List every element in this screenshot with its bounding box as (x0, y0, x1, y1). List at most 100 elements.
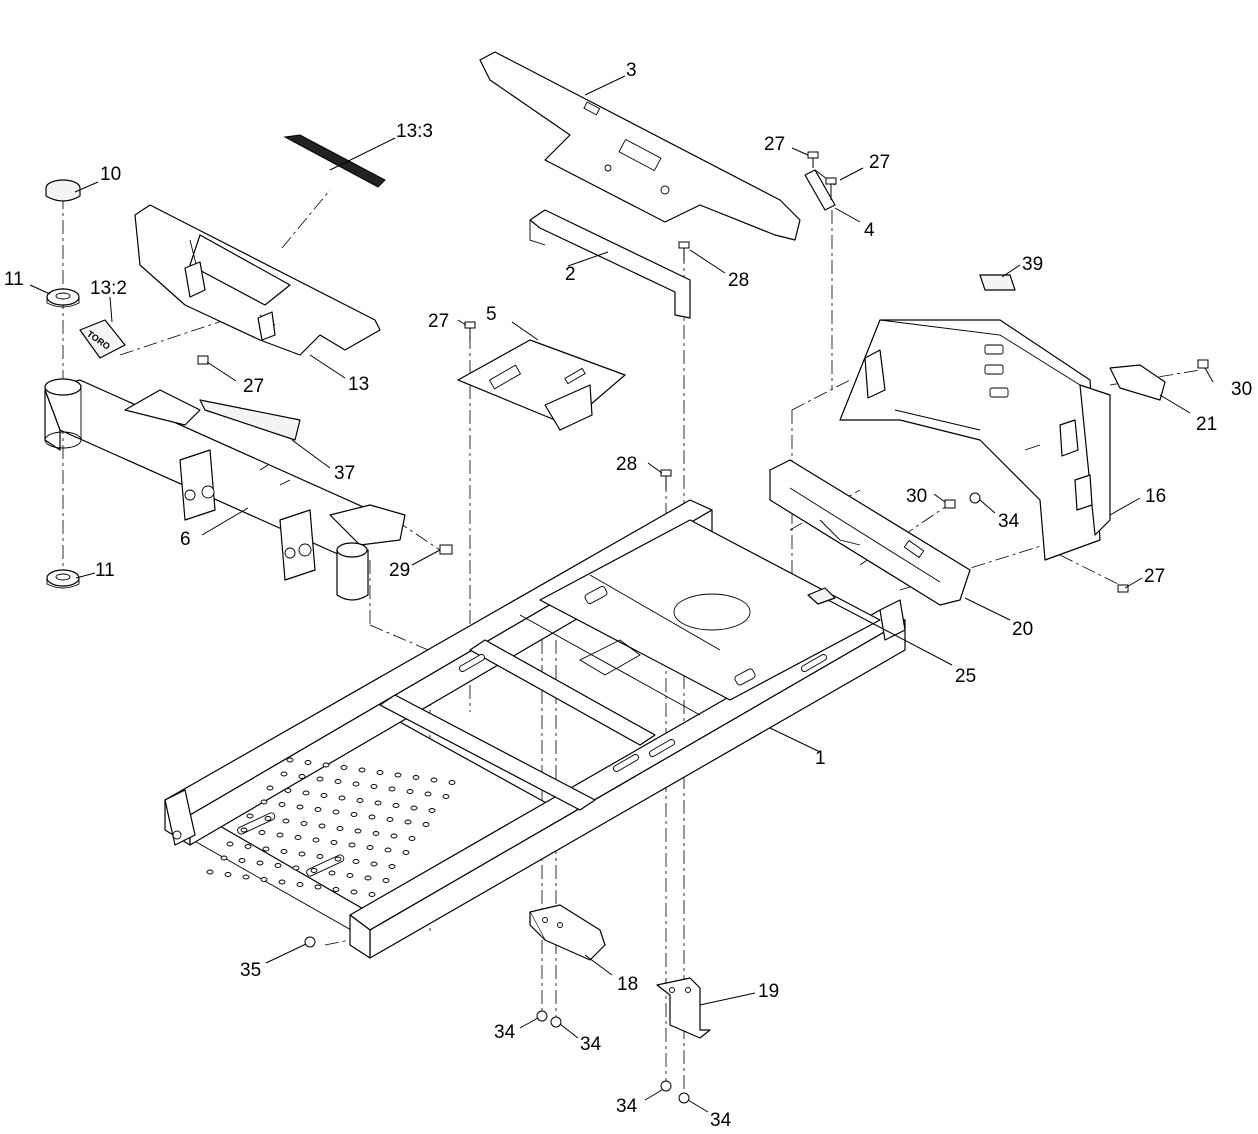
callout-34-a: 34 (494, 1022, 516, 1043)
floor-hole (372, 831, 380, 836)
bolt-28-lower (660, 469, 672, 490)
floor-hole (298, 774, 306, 779)
floor-hole (394, 772, 402, 778)
rear-support-16 (839, 319, 1111, 561)
floor-hole (318, 823, 326, 829)
callout-30-mid: 30 (906, 486, 927, 507)
floor-hole (278, 802, 286, 807)
bolt-27-plate (464, 321, 476, 340)
floor-hole (430, 777, 438, 783)
floor-hole (366, 845, 374, 850)
floor-hole (312, 837, 320, 843)
floor-hole (386, 817, 394, 822)
bolt-27-top-b (825, 177, 837, 200)
floor-hole (352, 781, 360, 787)
floor-hole (382, 878, 390, 883)
floor-hole (322, 762, 330, 768)
nut-34-a (536, 1010, 548, 1022)
bolt-27-top-a (807, 151, 819, 168)
floor-hole (332, 809, 340, 815)
nut-35 (304, 936, 316, 948)
floor-hole (330, 840, 338, 845)
floor-hole (334, 779, 342, 784)
floor-hole (442, 794, 450, 799)
floor-hole (282, 818, 290, 824)
floor-hole (264, 816, 272, 821)
floor-hole (384, 847, 392, 853)
bolt-27-cover (197, 355, 209, 365)
nut-34-c (660, 1080, 672, 1092)
toro-decal: TORO (79, 319, 126, 359)
callout-34-b: 34 (580, 1034, 602, 1055)
front-cover (134, 204, 381, 356)
floor-hole (340, 765, 348, 770)
floor-hole (402, 850, 410, 855)
floor-hole (408, 836, 416, 841)
main-frame (164, 499, 906, 959)
callout-27-top-b: 27 (869, 152, 890, 173)
floor-hole (404, 819, 412, 825)
callout-28-upper: 28 (728, 270, 749, 291)
callout-1: 1 (815, 748, 826, 769)
floor-hole (320, 793, 328, 798)
floor-hole (388, 786, 396, 792)
floor-hole (370, 861, 378, 867)
floor-hole (350, 812, 358, 817)
floor-hole (448, 780, 456, 785)
callout-27-cover: 27 (243, 376, 264, 397)
floor-hole (336, 826, 344, 831)
floor-hole (356, 798, 364, 803)
floor-hole (260, 799, 268, 805)
caster-cap (45, 179, 81, 202)
floor-hole (242, 874, 250, 880)
floor-hole (220, 855, 228, 861)
floor-hole (350, 889, 358, 895)
callout-27-rear: 27 (1144, 566, 1165, 587)
bolt-27-rear (1117, 584, 1129, 593)
floor-hole (376, 770, 384, 775)
floor-hole (294, 835, 302, 840)
bolt-30-rear (1197, 359, 1209, 369)
callout-5: 5 (486, 304, 497, 325)
floor-hole (310, 868, 318, 873)
decal-37 (199, 399, 301, 441)
floor-hole (224, 872, 232, 877)
callout-27-plate: 27 (428, 311, 449, 332)
floor-hole (368, 892, 376, 897)
floor-hole (334, 856, 342, 862)
floor-hole (352, 859, 360, 864)
callout-13-3: 13:3 (396, 121, 433, 142)
floor-hole (364, 875, 372, 881)
bracket-21 (1109, 364, 1166, 401)
callout-34-mid: 34 (998, 511, 1020, 532)
callout-25: 25 (955, 666, 976, 687)
bracket-19 (656, 977, 711, 1039)
floor-hole (428, 808, 436, 813)
callout-34-d: 34 (710, 1110, 732, 1131)
callout-20: 20 (1012, 619, 1033, 640)
floor-hole-grid (206, 757, 456, 897)
floor-hole (292, 865, 300, 871)
floor-hole (390, 833, 398, 839)
callout-11-upper: 11 (4, 269, 24, 290)
callout-4: 4 (864, 220, 875, 241)
callout-27-top-a: 27 (764, 134, 785, 155)
callout-16: 16 (1145, 486, 1166, 507)
floor-hole (296, 804, 304, 810)
floor-hole (256, 860, 264, 866)
floor-hole (332, 887, 340, 892)
bolt-29 (439, 544, 453, 555)
floor-hole (374, 800, 382, 806)
floor-hole (274, 863, 282, 868)
callout-28-lower: 28 (616, 454, 637, 475)
floor-hole (410, 805, 418, 811)
callout-2: 2 (565, 264, 576, 285)
floor-hole (302, 790, 310, 796)
floor-hole (280, 849, 288, 854)
callout-labels: 1 2 3 4 5 6 10 11 11 13 13:2 13:3 16 18 … (4, 60, 1252, 1131)
floor-hole (314, 807, 322, 812)
floor-hole (262, 846, 270, 852)
floor-hole (392, 803, 400, 808)
floor-hole (348, 842, 356, 848)
